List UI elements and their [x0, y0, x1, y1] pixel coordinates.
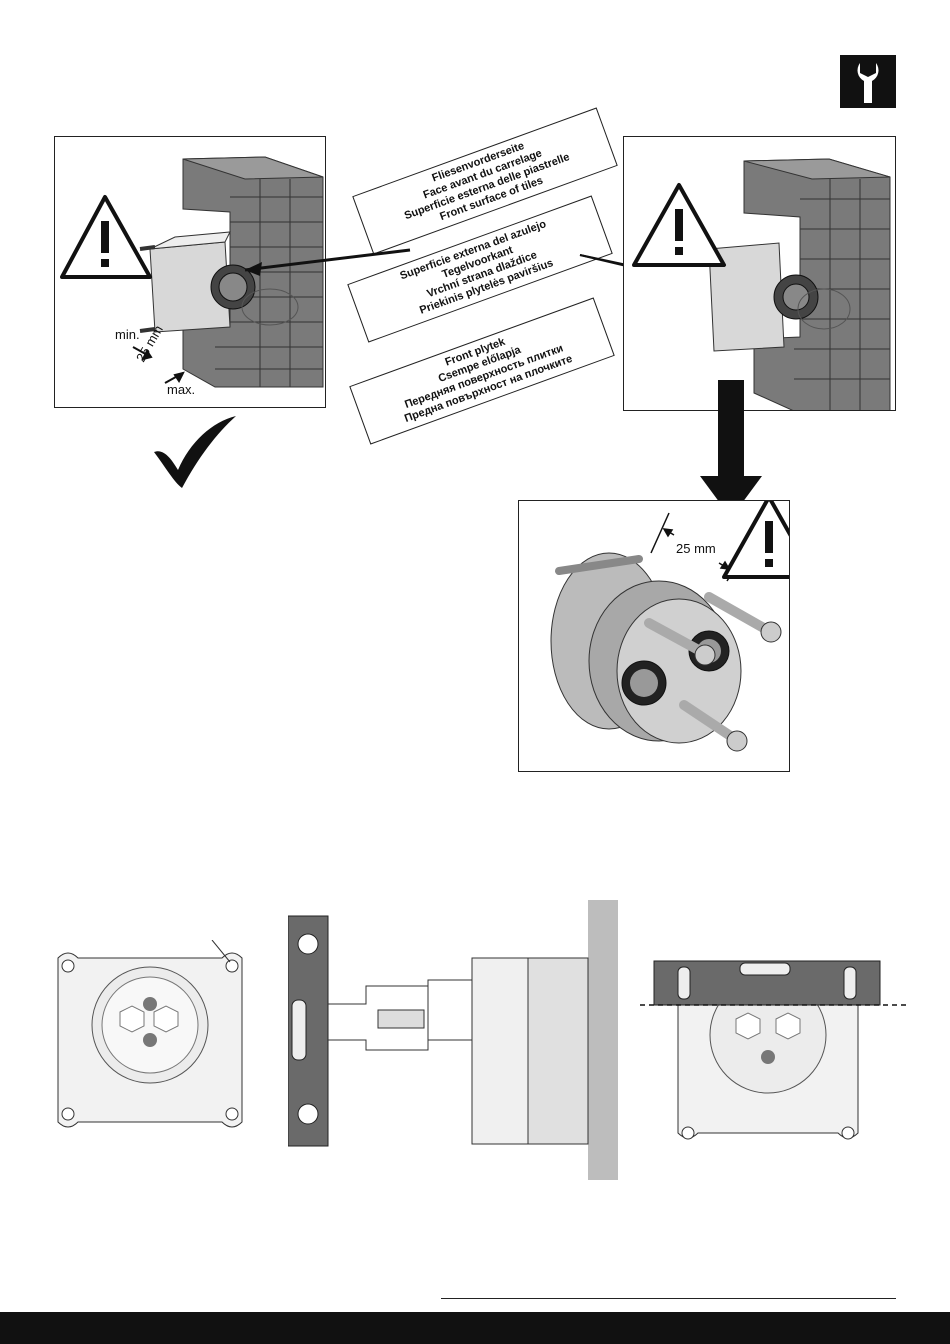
mounting-box: [708, 242, 851, 352]
checkmark-icon: [150, 412, 240, 492]
max-label: max.: [167, 382, 196, 397]
footer-bar: [0, 1312, 950, 1344]
warning-triangle-icon: [722, 495, 816, 579]
down-arrow-icon: [700, 380, 762, 520]
box-front-view: [50, 939, 250, 1145]
footer-rule: [441, 1298, 896, 1299]
dimension-arrows: [132, 346, 185, 384]
box-level-view: [640, 955, 910, 1150]
tile-wall: [743, 158, 891, 412]
cartridge-detail-panel: 25 mm: [518, 495, 816, 772]
cartridge-body: [550, 552, 782, 752]
detail-dimension-label: 25 mm: [676, 541, 716, 556]
correct-installation-panel: min. 25 mm max.: [54, 136, 326, 408]
wrench-icon: [840, 55, 896, 108]
warning-triangle-icon: [632, 183, 726, 267]
warning-triangle-icon: [60, 195, 152, 279]
mounting-box: [139, 231, 299, 333]
min-label: min.: [115, 327, 140, 342]
incorrect-installation-panel: [623, 136, 896, 412]
box-side-view: [287, 900, 618, 1180]
